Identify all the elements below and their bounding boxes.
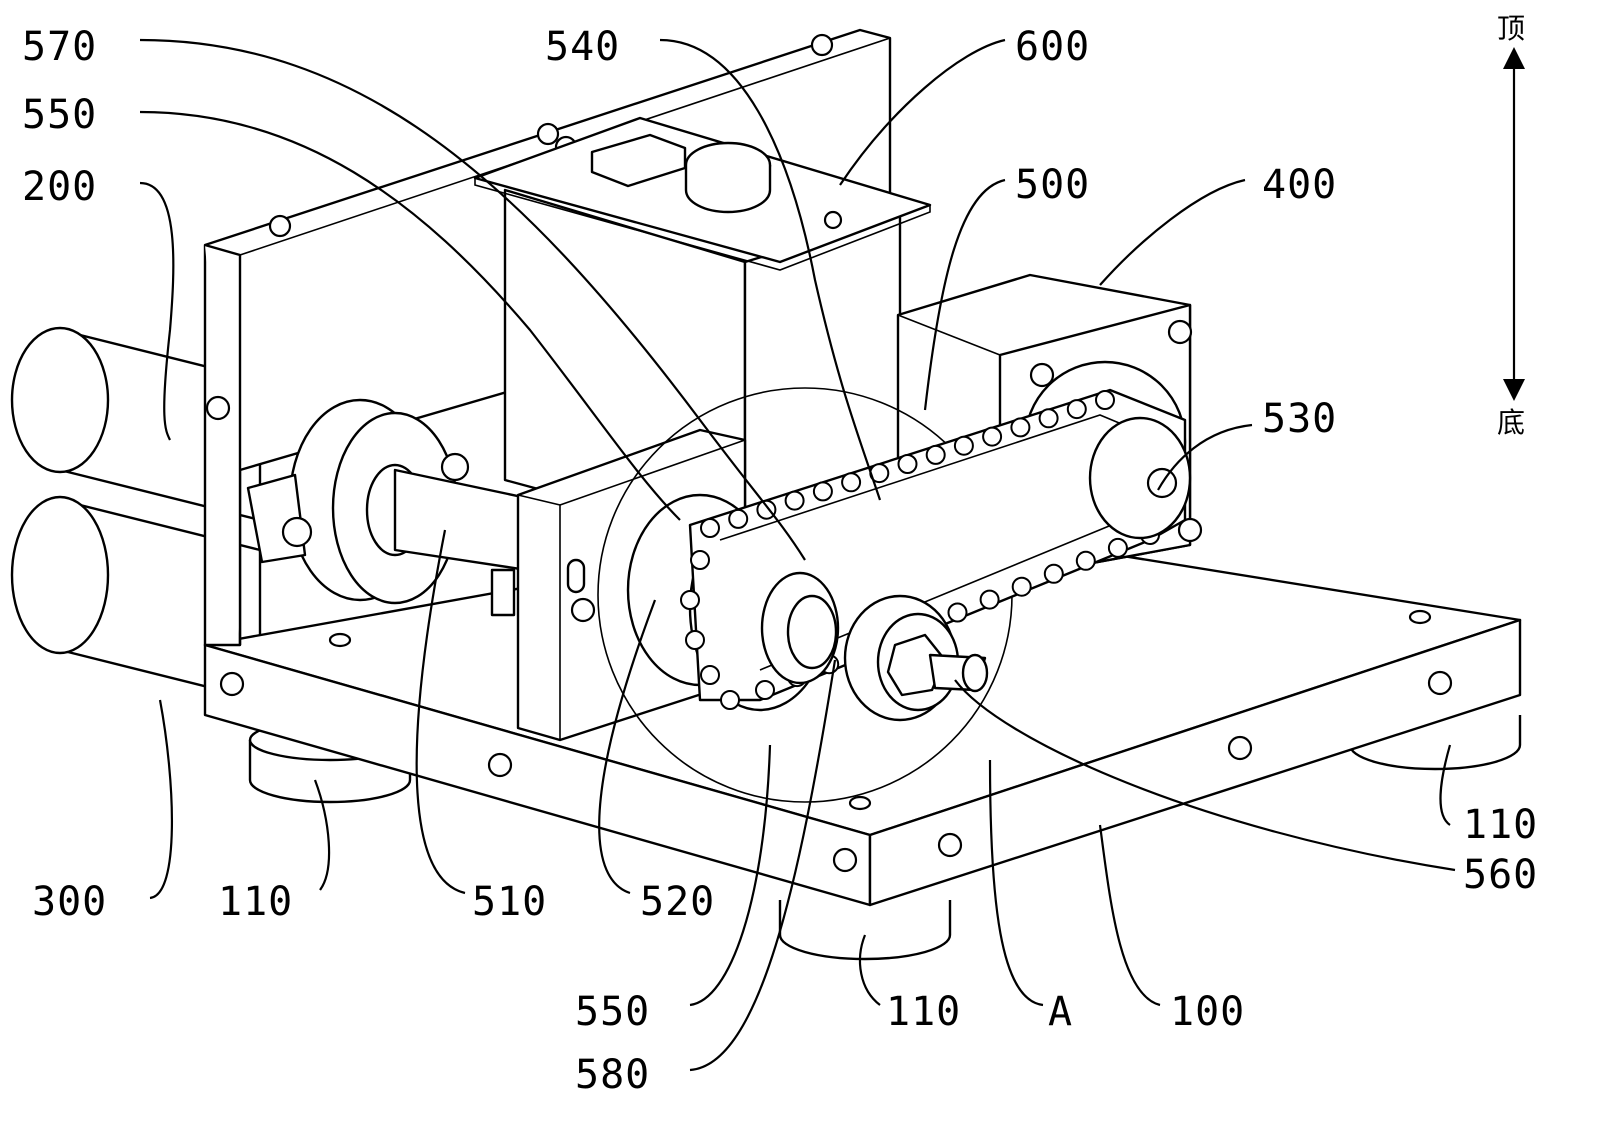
label-110-center: 110	[886, 989, 961, 1035]
chain-link	[681, 591, 699, 609]
label-570: 570	[22, 24, 97, 70]
chain-link	[701, 666, 719, 684]
label-560: 560	[1463, 852, 1538, 898]
chain-link	[1096, 391, 1114, 409]
leader-400	[1100, 180, 1245, 285]
chain-link	[955, 437, 973, 455]
chain-link	[691, 551, 709, 569]
chain-link	[1109, 539, 1127, 557]
chain-link	[899, 455, 917, 473]
sprocket-530	[1090, 418, 1190, 538]
label-110-right: 110	[1463, 802, 1538, 848]
hub-580	[762, 573, 838, 683]
foot-center	[780, 900, 950, 959]
chain-link	[786, 492, 804, 510]
label-600: 600	[1015, 24, 1090, 70]
chain-link	[701, 519, 719, 537]
leader-300	[150, 700, 172, 898]
leader-100	[1100, 825, 1160, 1005]
label-550-top: 550	[22, 92, 97, 138]
label-530: 530	[1262, 396, 1337, 442]
label-520: 520	[640, 879, 715, 925]
chain-link	[842, 473, 860, 491]
chain-link	[983, 428, 1001, 446]
chain-link	[1068, 400, 1086, 418]
direction-top-label: 顶	[1497, 12, 1525, 45]
chain-link	[1045, 565, 1063, 583]
label-100: 100	[1170, 989, 1245, 1035]
label-510: 510	[472, 879, 547, 925]
direction-bottom-label: 底	[1497, 406, 1525, 439]
chain-link	[949, 604, 967, 622]
chain-link	[1040, 409, 1058, 427]
chain-link	[729, 510, 747, 528]
chain-link	[1077, 552, 1095, 570]
label-540: 540	[545, 24, 620, 70]
chain-link	[814, 482, 832, 500]
chain-link	[1013, 578, 1031, 596]
chain-link	[757, 501, 775, 519]
chain-link	[756, 681, 774, 699]
chain-link	[981, 591, 999, 609]
label-500: 500	[1015, 162, 1090, 208]
chain-link	[927, 446, 945, 464]
label-300: 300	[32, 879, 107, 925]
label-a: A	[1048, 989, 1073, 1035]
label-550-bottom: 550	[575, 989, 650, 1035]
chain-link	[721, 691, 739, 709]
chain-link	[1011, 418, 1029, 436]
label-580: 580	[575, 1052, 650, 1098]
direction-indicator: 顶 底	[1497, 12, 1525, 439]
label-200: 200	[22, 164, 97, 210]
label-110-left: 110	[218, 879, 293, 925]
chain-link	[686, 631, 704, 649]
label-400: 400	[1262, 162, 1337, 208]
